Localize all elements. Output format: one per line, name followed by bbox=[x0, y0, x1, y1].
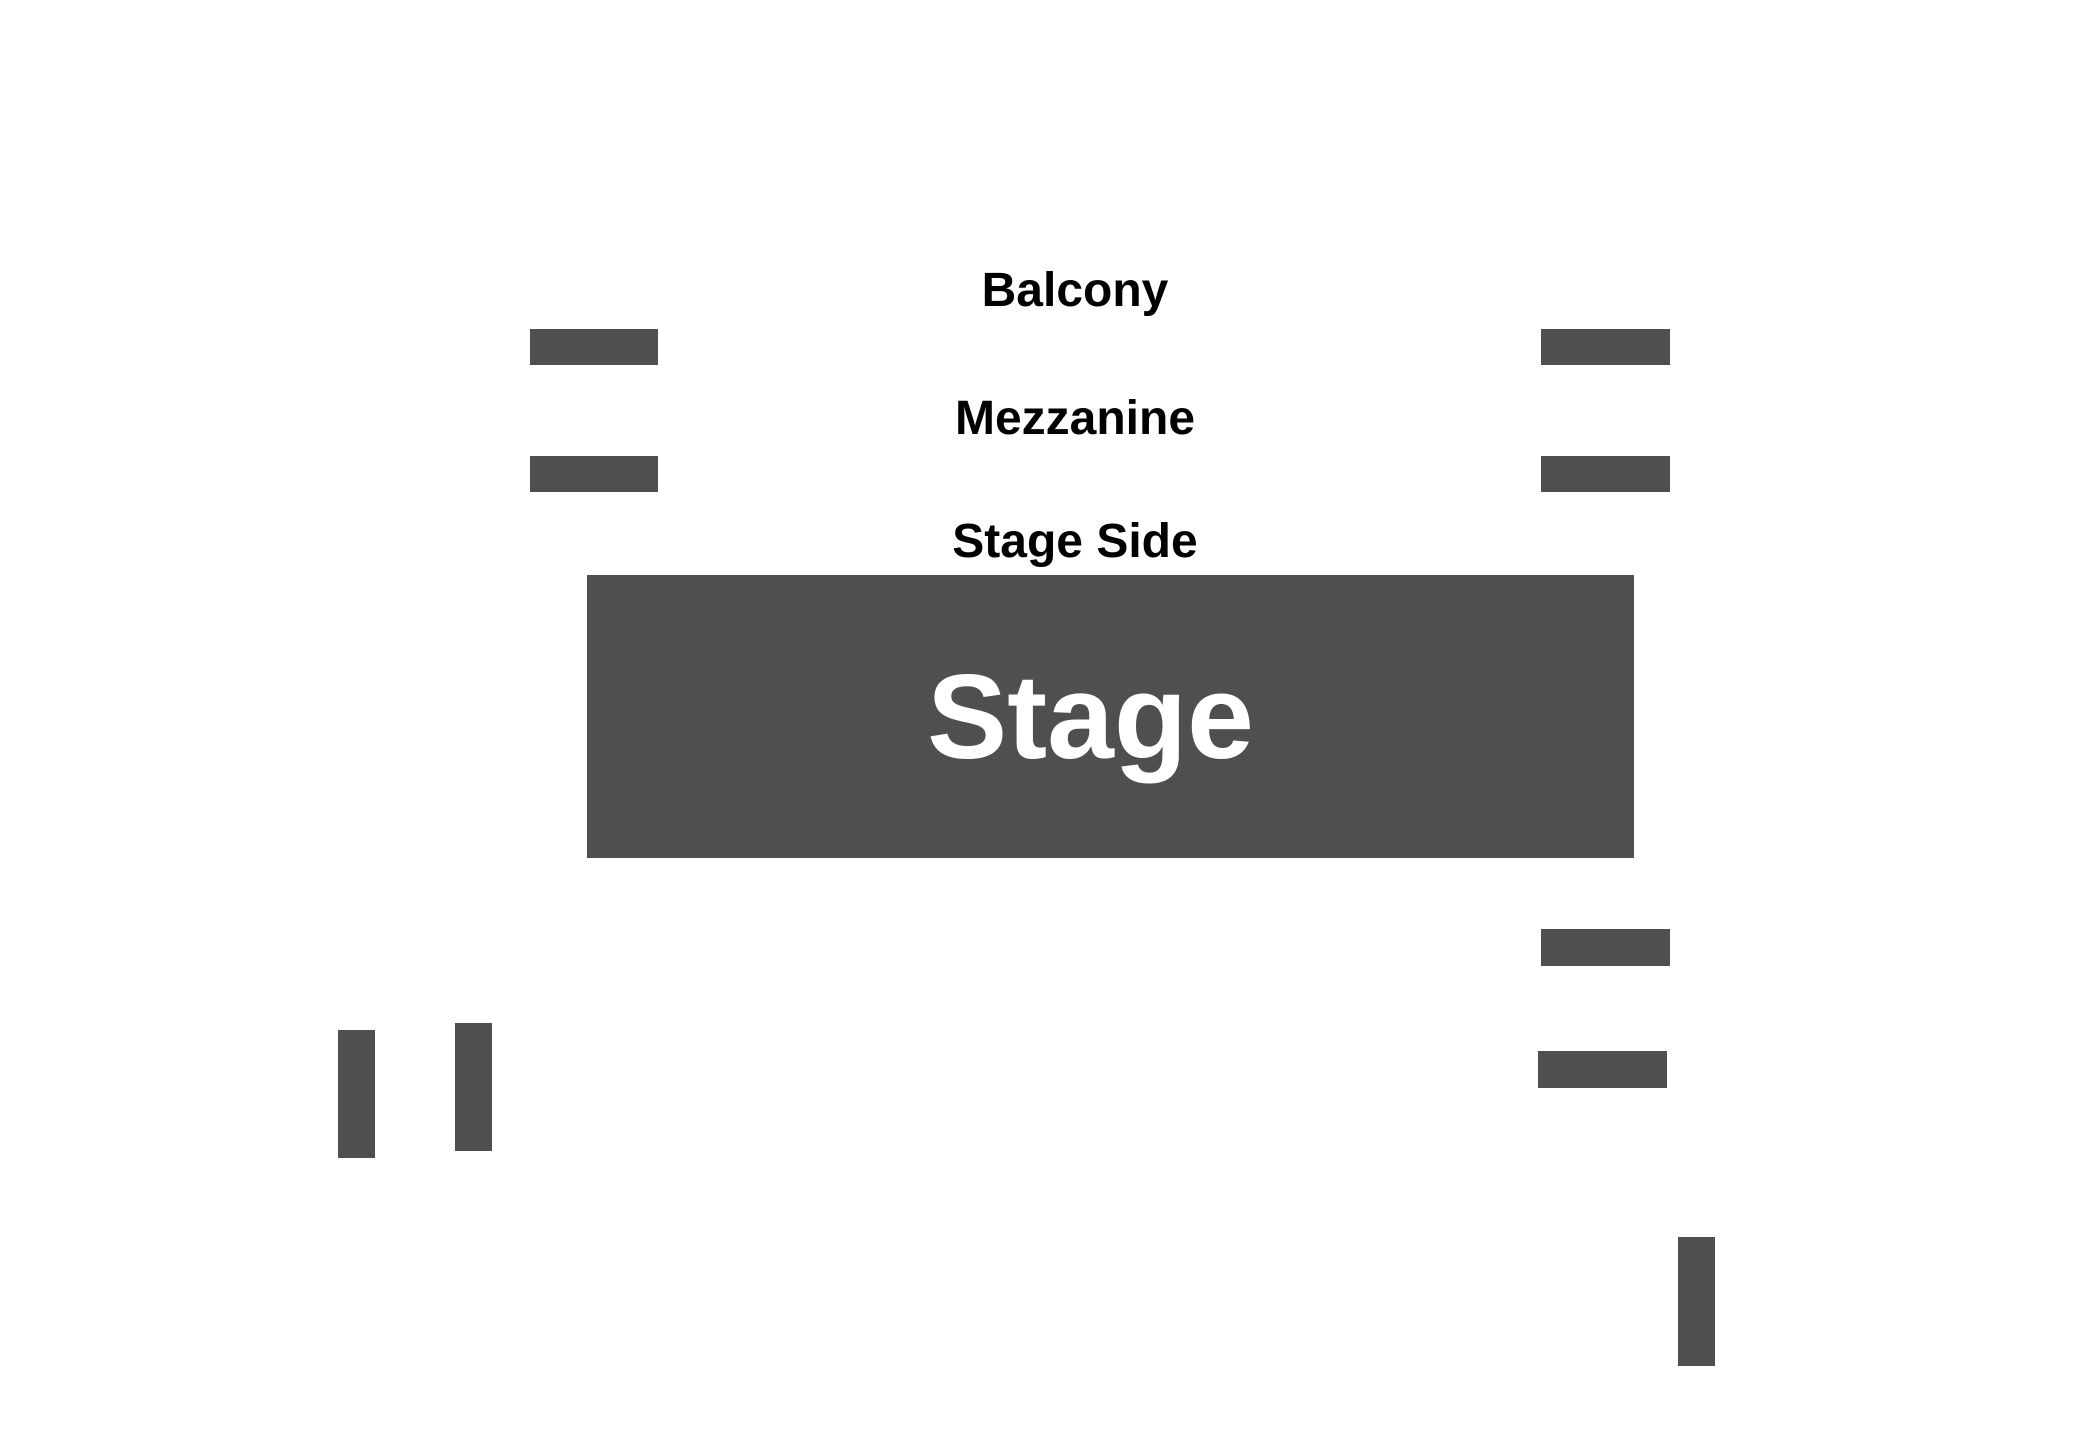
seating-block-upper-left-2[interactable] bbox=[530, 456, 658, 492]
seating-block-lower-left-1[interactable] bbox=[338, 1030, 375, 1158]
stage-label: Stage bbox=[927, 649, 1254, 784]
section-label-balcony[interactable]: Balcony bbox=[981, 264, 1169, 317]
seating-block-upper-right-2[interactable] bbox=[1541, 456, 1670, 492]
seating-block-upper-right-1[interactable] bbox=[1541, 329, 1670, 365]
seating-block-lower-right-2[interactable] bbox=[1538, 1051, 1667, 1088]
seating-block-upper-left-1[interactable] bbox=[530, 329, 658, 365]
seating-block-lower-right-1[interactable] bbox=[1541, 929, 1670, 966]
stage[interactable]: Stage bbox=[587, 575, 1634, 858]
seating-block-bottom-right[interactable] bbox=[1678, 1237, 1715, 1366]
section-label-mezzanine[interactable]: Mezzanine bbox=[954, 392, 1196, 445]
section-label-stage-side[interactable]: Stage Side bbox=[952, 515, 1198, 568]
seating-block-lower-left-2[interactable] bbox=[455, 1023, 492, 1151]
